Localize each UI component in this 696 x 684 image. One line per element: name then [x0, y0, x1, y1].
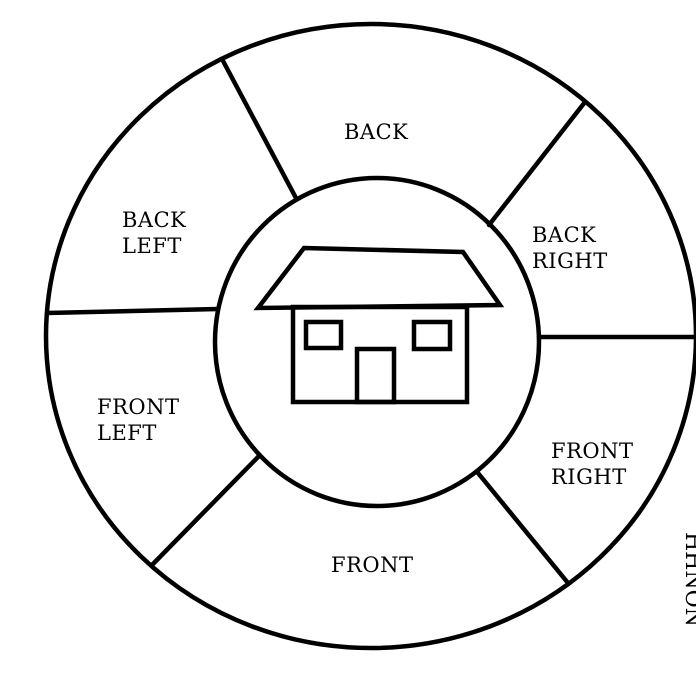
zone-label-front-right: FRONT RIGHT	[551, 439, 641, 489]
house-window-right	[411, 319, 453, 352]
divider-back-backleft	[219, 56, 299, 201]
house-window-left	[303, 319, 344, 351]
house-roof	[253, 245, 505, 311]
house-icon	[253, 245, 505, 405]
divider-front-frontleft	[149, 453, 262, 568]
zone-label-front-left: FRONT LEFT	[97, 395, 187, 445]
divider-frontleft-backleft	[44, 306, 221, 316]
divider-frontright-front	[475, 470, 571, 586]
edge-text-rotated: HHNON	[680, 532, 696, 627]
zone-label-front: FRONT	[331, 553, 413, 577]
zone-label-back-right: BACK RIGHT	[532, 223, 608, 273]
house-door	[354, 346, 397, 405]
zone-label-back: BACK	[344, 120, 408, 144]
outer-ring	[43, 21, 696, 651]
zone-label-back-left: BACK LEFT	[122, 208, 194, 258]
inner-ring	[212, 175, 542, 509]
divider-back-backright	[486, 99, 588, 228]
